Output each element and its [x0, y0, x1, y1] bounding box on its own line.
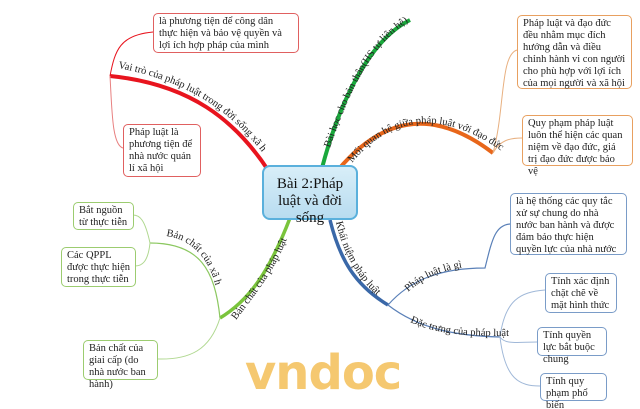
svg-text:Khái niệm pháp luật: Khái niệm pháp luật [333, 220, 382, 298]
branch-relation [336, 121, 495, 172]
node-social-1[interactable]: Bắt nguồn từ thực tiễn [73, 202, 134, 230]
central-topic[interactable]: Bài 2:Pháp luật và đời sống [262, 165, 358, 226]
svg-text:Mối quan hệ giữa pháp luật với: Mối quan hệ giữa pháp luật với đạo đức [346, 115, 506, 165]
node-relation-2[interactable]: Quy phạm pháp luật luôn thể hiện các qua… [522, 115, 633, 177]
svg-text:Đặc trưng của pháp luật: Đặc trưng của pháp luật [409, 315, 509, 339]
svg-text:Pháp luật là gì: Pháp luật là gì [403, 259, 463, 294]
branch-lesson [320, 18, 411, 169]
svg-text:Bản chất của pháp luật: Bản chất của pháp luật [230, 236, 290, 322]
node-what-1[interactable]: là hệ thống các quy tắc xử sự chung do n… [510, 193, 627, 255]
watermark-logo: vndoc [245, 345, 402, 401]
node-relation-1[interactable]: Pháp luật và đạo đức đều nhằm mục đích h… [517, 15, 632, 89]
node-trait-3[interactable]: Tính quy phạm phổ biến [540, 373, 607, 409]
branch-role [109, 74, 270, 172]
node-social-2[interactable]: Các QPPL được thực hiện trong thực tiễn [61, 247, 136, 287]
label-nature: Bản chất của pháp luật [230, 236, 290, 322]
label-traits: Đặc trưng của pháp luật [409, 315, 509, 339]
label-what: Pháp luật là gì [403, 259, 463, 294]
node-class-1[interactable]: Bản chất của giai cấp (do nhà nước ban h… [83, 340, 158, 390]
node-role-1[interactable]: là phương tiện để công dân thực hiện và … [153, 13, 299, 53]
branch-concept [328, 219, 389, 307]
branch-nature [219, 217, 292, 320]
node-trait-1[interactable]: Tính xác định chặt chẽ về mặt hình thức [545, 273, 617, 313]
node-trait-2[interactable]: Tính quyền lực bắt buộc chung [537, 327, 607, 365]
label-concept: Khái niệm pháp luật [333, 220, 382, 298]
label-relation: Mối quan hệ giữa pháp luật với đạo đức [346, 115, 506, 165]
node-role-2[interactable]: Pháp luật là phương tiện để nhà nước quả… [123, 124, 201, 177]
